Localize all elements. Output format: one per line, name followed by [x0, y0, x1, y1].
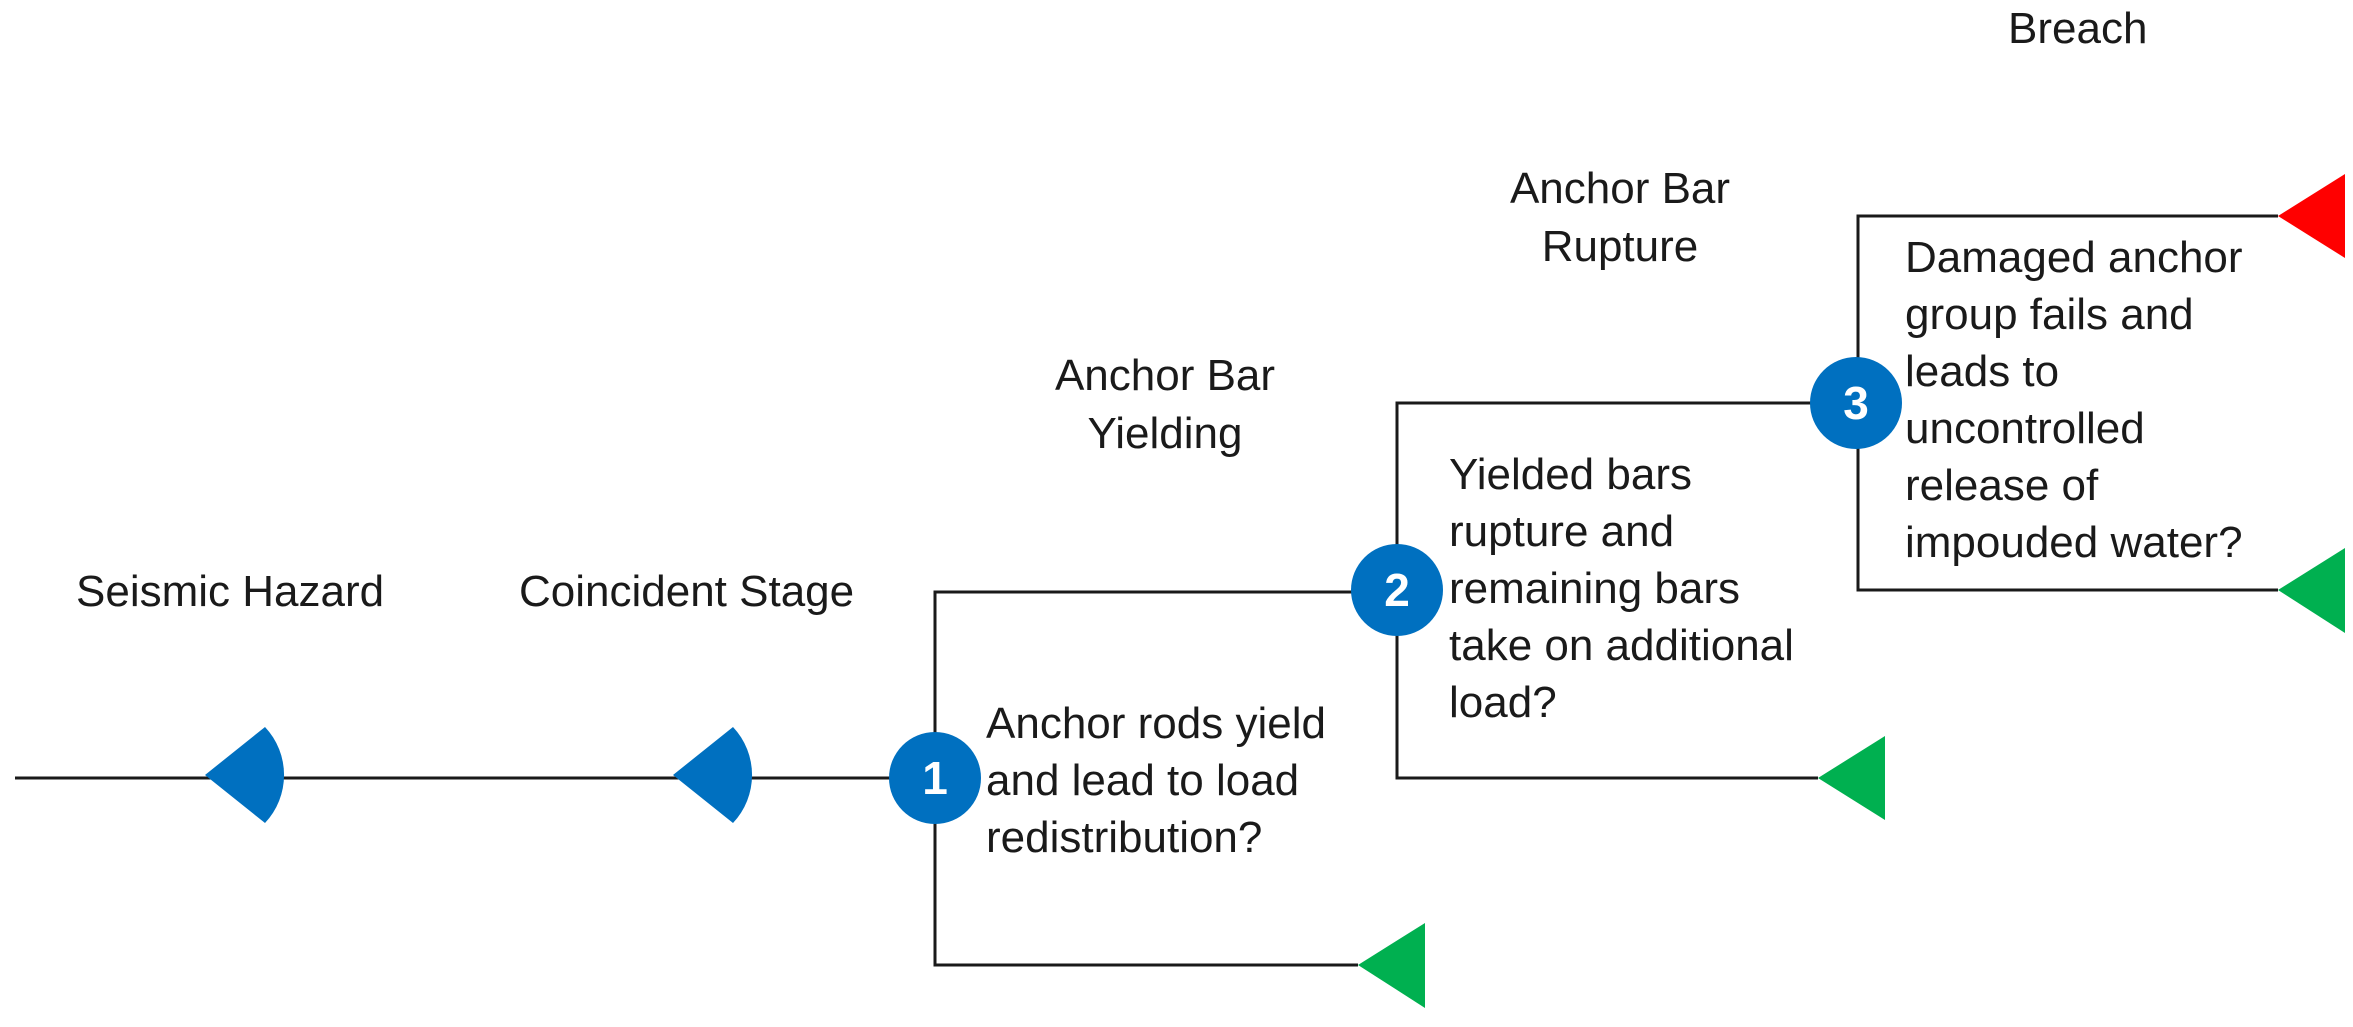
header-coincident-stage: Coincident Stage — [519, 567, 855, 616]
node-3-question-line: impouded water? — [1905, 518, 2243, 567]
node-2-question-line: rupture and — [1449, 507, 1675, 556]
node-1-question-line: redistribution? — [986, 813, 1263, 862]
node-1-question-line: and lead to load — [986, 756, 1300, 805]
header-breach: Breach — [2008, 4, 2148, 53]
node-1-circle — [889, 732, 981, 824]
node-3-upper-branch — [1856, 214, 2278, 403]
node-3-lower-branch — [1856, 403, 2278, 592]
node-2-circle — [1351, 544, 1443, 636]
node-2-question-line: load? — [1449, 678, 1557, 727]
header-anchor-bar-yielding-line-2: Yielding — [1087, 409, 1243, 458]
header-anchor-bar-rupture-line-1: Anchor Bar — [1509, 164, 1731, 213]
terminal-node-1-lower-icon — [1358, 923, 1425, 1008]
node-2-question-line: Yielded bars — [1449, 450, 1692, 499]
header-anchor-bar-rupture: Anchor Bar Rupture — [1460, 160, 1780, 276]
terminal-node-2-lower-icon — [1818, 736, 1885, 820]
node-3-question-line: leads to — [1905, 347, 2060, 396]
node-2-question-line: take on additional — [1449, 621, 1794, 670]
node-2-question-line: remaining bars — [1449, 564, 1741, 613]
node-1: 1 — [889, 732, 981, 824]
node-3-question-line: release of — [1905, 461, 2099, 510]
node-3-question: Damaged anchor group fails and leads to … — [1905, 229, 2243, 571]
node-3-circle — [1810, 357, 1902, 449]
node-3-number: 3 — [1843, 377, 1869, 429]
header-seismic-hazard: Seismic Hazard — [76, 567, 385, 616]
header-anchor-bar-yielding-line-1: Anchor Bar — [1054, 351, 1276, 400]
node-1-number: 1 — [922, 752, 948, 804]
node-2-number: 2 — [1384, 564, 1410, 616]
node-2-upper-branch — [1395, 401, 1858, 592]
node-3-question-line: uncontrolled — [1905, 404, 2145, 453]
coincident-stage-marker-icon — [673, 727, 753, 823]
terminal-node-3-lower-icon — [2278, 548, 2345, 633]
node-2-lower-branch — [1395, 592, 1818, 780]
node-1-question: Anchor rods yield and lead to load redis… — [986, 695, 1326, 866]
node-3-question-line: group fails and — [1905, 290, 2194, 339]
node-1-lower-branch — [933, 778, 1358, 967]
node-3: 3 — [1810, 357, 1902, 449]
node-1-question-line: Anchor rods yield — [986, 699, 1326, 748]
header-anchor-bar-yielding: Anchor Bar Yielding — [1005, 347, 1325, 463]
seismic-hazard-marker-icon — [205, 727, 285, 823]
header-anchor-bar-rupture-line-2: Rupture — [1541, 222, 1699, 271]
node-2-question: Yielded bars rupture and remaining bars … — [1449, 446, 1794, 731]
node-2: 2 — [1351, 544, 1443, 636]
node-1-upper-branch — [933, 590, 1397, 778]
node-3-question-line: Damaged anchor — [1905, 233, 2243, 282]
terminal-node-3-upper-breach-icon — [2278, 174, 2345, 258]
